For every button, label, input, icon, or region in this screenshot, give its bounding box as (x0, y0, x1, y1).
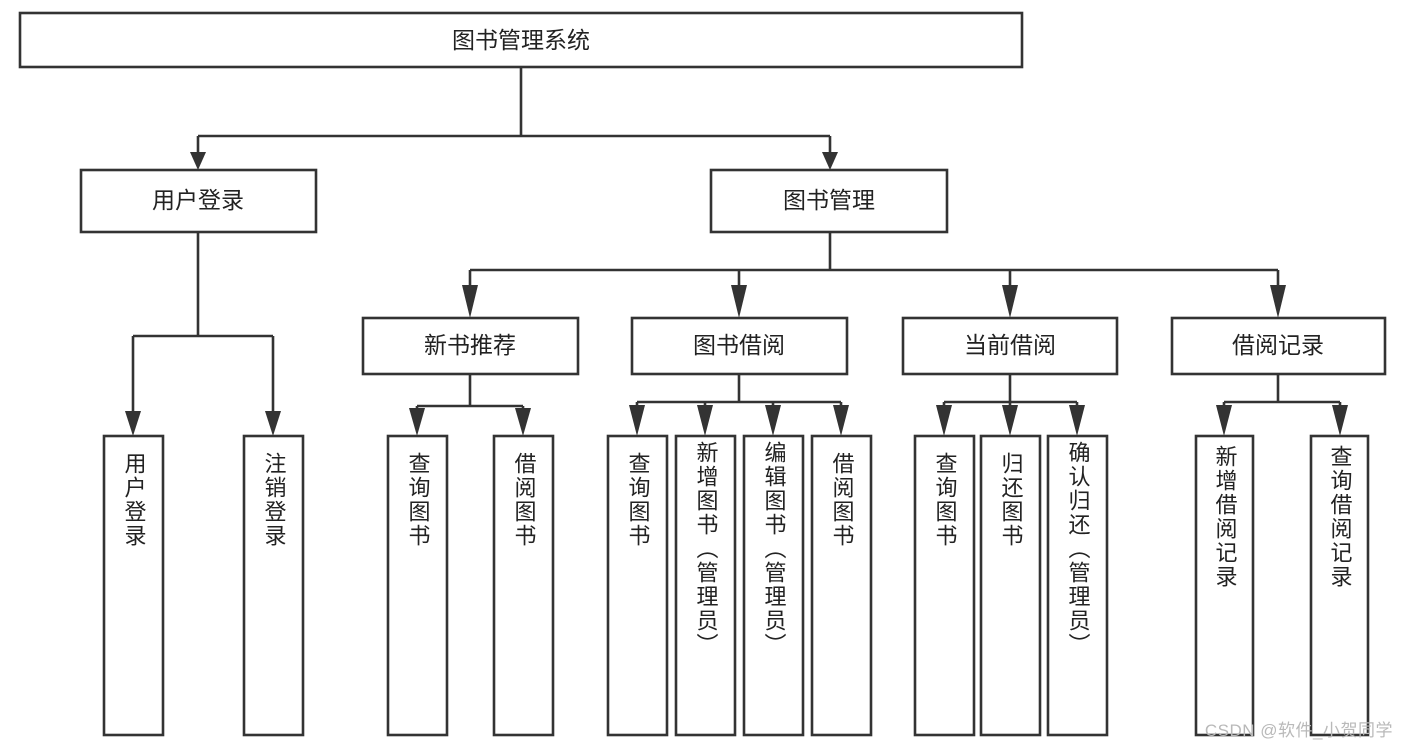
node-root-label: 图书管理系统 (452, 27, 590, 53)
connectors (125, 67, 1348, 436)
node-leaf-confirm-return[interactable]: 确认归还（管理员） (1046, 434, 1109, 737)
node-leaf-query-book-1-label: 查询图书 (405, 452, 431, 548)
arrowhead-leaf-query-record (1332, 405, 1348, 436)
node-user-login[interactable]: 用户登录 (79, 168, 318, 234)
arrowhead-leaf-return-book (1002, 405, 1018, 436)
csdn-watermark: CSDN @软件_小贺同学 (1204, 721, 1393, 740)
node-book-management-label: 图书管理 (783, 187, 875, 213)
node-leaf-add-book-box[interactable] (674, 434, 737, 737)
arrowhead-book-borrow (731, 285, 747, 318)
node-leaf-borrow-book-2-label: 借阅图书 (829, 452, 855, 548)
node-book-borrow[interactable]: 图书借阅 (630, 316, 849, 376)
node-current-borrow[interactable]: 当前借阅 (901, 316, 1119, 376)
node-current-borrow-box[interactable] (901, 316, 1119, 376)
node-book-borrow-box[interactable] (630, 316, 849, 376)
node-borrow-record[interactable]: 借阅记录 (1170, 316, 1387, 376)
node-leaf-return-book-label: 归还图书 (998, 452, 1024, 548)
node-borrow-record-box[interactable] (1170, 316, 1387, 376)
node-leaf-return-book[interactable]: 归还图书 (979, 434, 1042, 737)
arrowhead-leaf-borrow-book-1 (515, 408, 531, 436)
node-borrow-record-label: 借阅记录 (1232, 332, 1324, 358)
arrowhead-leaf-query-book-1 (409, 408, 425, 436)
node-leaf-confirm-return-box[interactable] (1046, 434, 1109, 737)
node-leaf-add-book[interactable]: 新增图书（管理员） (674, 434, 737, 737)
arrowhead-new-book-recommend (462, 285, 478, 318)
arrowhead-leaf-user-logout (265, 411, 281, 436)
node-leaf-user-login-box[interactable] (102, 434, 165, 737)
node-leaf-edit-book-label: 编辑图书（管理员） (761, 441, 787, 657)
node-leaf-borrow-book-2-box[interactable] (810, 434, 873, 737)
node-leaf-query-book-2-label: 查询图书 (625, 452, 651, 548)
node-leaf-query-record[interactable]: 查询借阅记录 (1309, 434, 1370, 737)
node-root-box[interactable] (18, 11, 1024, 69)
arrowhead-leaf-query-book-2 (629, 405, 645, 436)
node-leaf-user-logout[interactable]: 注销登录 (242, 434, 305, 737)
node-leaf-add-record-label: 新增借阅记录 (1212, 445, 1238, 589)
node-leaf-return-book-box[interactable] (979, 434, 1042, 737)
node-book-management-box[interactable] (709, 168, 949, 234)
node-leaf-confirm-return-label: 确认归还（管理员） (1065, 441, 1091, 657)
node-leaf-user-login[interactable]: 用户登录 (102, 434, 165, 737)
node-leaf-query-book-1[interactable]: 查询图书 (386, 434, 449, 737)
node-book-borrow-label: 图书借阅 (693, 332, 785, 358)
node-leaf-edit-book[interactable]: 编辑图书（管理员） (742, 434, 805, 737)
arrowhead-current-borrow (1002, 285, 1018, 318)
node-leaf-query-book-2[interactable]: 查询图书 (606, 434, 669, 737)
node-leaf-edit-book-box[interactable] (742, 434, 805, 737)
arrowhead-user-login (190, 152, 206, 170)
node-root[interactable]: 图书管理系统 (18, 11, 1024, 69)
node-leaf-query-book-2-box[interactable] (606, 434, 669, 737)
node-leaf-add-record[interactable]: 新增借阅记录 (1194, 434, 1255, 737)
node-leaf-borrow-book-1-label: 借阅图书 (511, 452, 537, 548)
node-new-book-recommend-label: 新书推荐 (424, 332, 516, 358)
arrowhead-book-management (822, 152, 838, 170)
arrowhead-leaf-add-book (697, 405, 713, 436)
node-leaf-user-logout-box[interactable] (242, 434, 305, 737)
node-leaf-query-book-1-box[interactable] (386, 434, 449, 737)
arrowhead-leaf-add-record (1216, 405, 1232, 436)
arrowhead-leaf-query-book-3 (936, 405, 952, 436)
node-new-book-recommend-box[interactable] (361, 316, 580, 376)
node-leaf-borrow-book-1-box[interactable] (492, 434, 555, 737)
node-leaf-borrow-book-2[interactable]: 借阅图书 (810, 434, 873, 737)
node-book-management[interactable]: 图书管理 (709, 168, 949, 234)
node-user-login-box[interactable] (79, 168, 318, 234)
node-leaf-user-login-label: 用户登录 (121, 452, 147, 548)
node-leaf-query-record-box[interactable] (1309, 434, 1370, 737)
node-leaf-query-book-3-box[interactable] (913, 434, 976, 737)
arrowhead-leaf-edit-book (765, 405, 781, 436)
node-leaf-add-book-label: 新增图书（管理员） (693, 441, 719, 657)
node-current-borrow-label: 当前借阅 (964, 332, 1056, 358)
node-leaf-query-book-3-label: 查询图书 (932, 452, 958, 548)
node-leaf-query-record-label: 查询借阅记录 (1327, 445, 1353, 589)
node-leaf-borrow-book-1[interactable]: 借阅图书 (492, 434, 555, 737)
arrowhead-leaf-confirm-return (1069, 405, 1085, 436)
node-leaf-query-book-3[interactable]: 查询图书 (913, 434, 976, 737)
node-user-login-label: 用户登录 (152, 187, 244, 213)
node-new-book-recommend[interactable]: 新书推荐 (361, 316, 580, 376)
arrowhead-leaf-borrow-book-2 (833, 405, 849, 436)
node-leaf-add-record-box[interactable] (1194, 434, 1255, 737)
arrowhead-borrow-record (1270, 285, 1286, 318)
arrowhead-leaf-user-login (125, 411, 141, 436)
node-leaf-user-logout-label: 注销登录 (261, 452, 287, 548)
